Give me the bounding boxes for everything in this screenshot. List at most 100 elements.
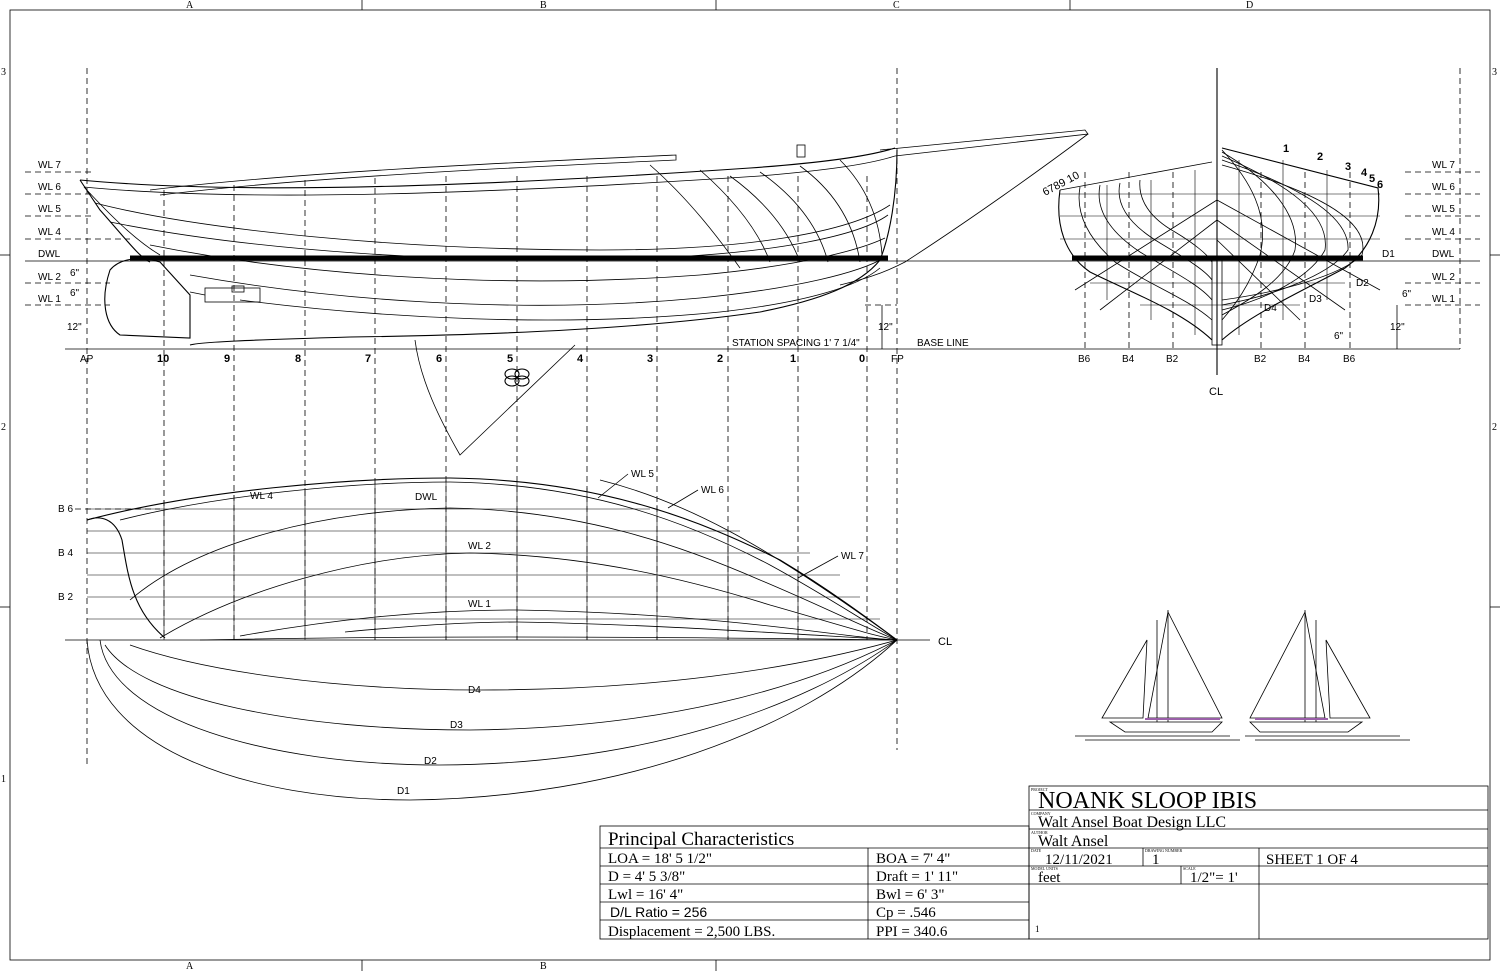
body-fwd-station-3: 3	[1345, 161, 1351, 173]
body-buttock-lines	[1084, 68, 1461, 349]
profile-section-curves	[649, 159, 883, 269]
body-aft-sections	[1058, 161, 1213, 341]
body-dim-12in: 12"	[1390, 322, 1405, 333]
body-wl5-label: WL 5	[1432, 204, 1455, 215]
tb-scale: 1/2"= 1'	[1190, 870, 1238, 886]
body-fwd-station-6: 6	[1377, 179, 1383, 191]
plan-b6-label: B 6	[58, 504, 73, 515]
body-d2-label: D2	[1356, 278, 1369, 289]
plan-wl4-label: WL 4	[250, 491, 273, 502]
midship-symbol-icon	[504, 368, 530, 387]
wl1-label: WL 1	[38, 294, 61, 305]
body-b4-right: B4	[1298, 354, 1311, 365]
sloop-sketch-right	[1245, 610, 1410, 741]
border-row-3: 3	[1, 67, 6, 78]
dim-12in-right: 12"	[878, 322, 893, 333]
wl4-label: WL 4	[38, 227, 61, 238]
tb-scale-caption: SCALE	[1183, 866, 1196, 871]
station-6: 6	[436, 353, 442, 365]
station-5: 5	[507, 353, 513, 365]
wl5-label: WL 5	[38, 204, 61, 215]
tb-author-caption: AUTHOR	[1031, 830, 1048, 835]
tb-drawing-number: 1	[1152, 852, 1160, 868]
body-fwd-station-1: 1	[1283, 143, 1289, 155]
body-wl2-label: WL 2	[1432, 272, 1455, 283]
border-row-1: 1	[1, 774, 6, 785]
body-b2-right: B2	[1254, 354, 1267, 365]
tb-company-caption: COMPANY	[1031, 811, 1051, 816]
tb-date-caption: DATE	[1031, 848, 1042, 853]
title-block: PROJECT NOANK SLOOP IBIS COMPANY Walt An…	[1028, 785, 1489, 940]
profile-view: WL 7 WL 6 WL 5 WL 4 DWL WL 2 WL 1 6" 6" …	[25, 68, 1480, 765]
dim-6in-a: 6"	[70, 268, 80, 279]
plan-diagonals	[86, 639, 898, 801]
tb-project: NOANK SLOOP IBIS	[1038, 788, 1257, 814]
sloop-sketch-left	[1075, 610, 1240, 741]
body-diagonals	[1074, 199, 1381, 321]
body-dwl-label: DWL	[1432, 249, 1455, 260]
pc-draft: Draft = 1' 11"	[876, 869, 958, 885]
plan-wl7-label: WL 7	[841, 551, 864, 562]
tb-units-caption: MODEL UNITS	[1031, 866, 1058, 871]
body-fwd-sections	[1211, 147, 1380, 346]
station-8: 8	[295, 353, 301, 365]
pc-dl-ratio: D/L Ratio = 256	[610, 904, 707, 920]
station-fp: FP	[891, 354, 904, 365]
plan-d1-label: D1	[397, 786, 410, 797]
body-d1-label: D1	[1382, 249, 1395, 260]
profile-hull	[79, 129, 1089, 456]
plan-dwl-label: DWL	[415, 492, 438, 503]
tb-company: Walt Ansel Boat Design LLC	[1038, 814, 1226, 831]
station-0: 0	[859, 353, 865, 365]
base-line-label: BASE LINE	[917, 338, 969, 349]
body-b6-right: B6	[1343, 354, 1356, 365]
border-col-d: D	[1246, 0, 1253, 11]
tb-project-caption: PROJECT	[1031, 787, 1048, 792]
pc-cp: Cp = .546	[876, 905, 936, 921]
station-7: 7	[365, 353, 371, 365]
pc-bwl: Bwl = 6' 3"	[876, 887, 945, 903]
plan-d4-label: D4	[468, 685, 481, 696]
border-row-2-right: 2	[1492, 422, 1497, 433]
body-waterline-ticks	[1405, 171, 1480, 306]
station-1: 1	[790, 353, 796, 365]
station-spacing-note: STATION SPACING 1' 7 1/4"	[732, 338, 860, 349]
border-col-b-bottom: B	[540, 961, 547, 971]
tb-sheet: SHEET 1 OF 4	[1266, 852, 1358, 868]
station-4: 4	[577, 353, 584, 365]
wl2-label: WL 2	[38, 272, 61, 283]
profile-waterline-ticks	[25, 171, 897, 306]
dim-12in-left: 12"	[67, 322, 82, 333]
border-col-b: B	[540, 0, 547, 11]
plan-cl-label: CL	[938, 636, 952, 648]
body-b2-left: B2	[1166, 354, 1179, 365]
body-b6-left: B6	[1078, 354, 1091, 365]
border-col-a: A	[186, 0, 194, 11]
plan-wl5-label: WL 5	[631, 469, 654, 480]
body-wl1-label: WL 1	[1432, 294, 1455, 305]
body-d3-label: D3	[1309, 294, 1322, 305]
plan-buttock-lines	[75, 508, 880, 620]
body-wl4-label: WL 4	[1432, 227, 1455, 238]
body-wl7-label: WL 7	[1432, 160, 1455, 171]
plan-wl1-label: WL 1	[468, 599, 491, 610]
body-wl6-label: WL 6	[1432, 182, 1455, 193]
body-cl-label: CL	[1209, 386, 1223, 398]
plan-d2-label: D2	[424, 756, 437, 767]
body-fwd-station-2: 2	[1317, 151, 1323, 163]
pc-depth: D = 4' 5 3/8"	[608, 869, 685, 885]
pc-displacement: Displacement = 2,500 LBS.	[608, 924, 775, 940]
body-fwd-station-4: 4	[1361, 167, 1368, 179]
tb-date: 12/11/2021	[1045, 852, 1113, 868]
plan-transom	[86, 517, 166, 639]
wl7-label: WL 7	[38, 160, 61, 171]
body-d4-label: D4	[1264, 303, 1277, 314]
border-col-a-bottom: A	[186, 961, 194, 971]
station-9: 9	[224, 353, 230, 365]
station-ap: AP	[80, 354, 94, 365]
plan-wl6-label: WL 6	[701, 485, 724, 496]
tb-revision: 1	[1035, 924, 1040, 934]
tb-author: Walt Ansel	[1038, 833, 1109, 850]
plan-waterlines	[86, 477, 898, 641]
